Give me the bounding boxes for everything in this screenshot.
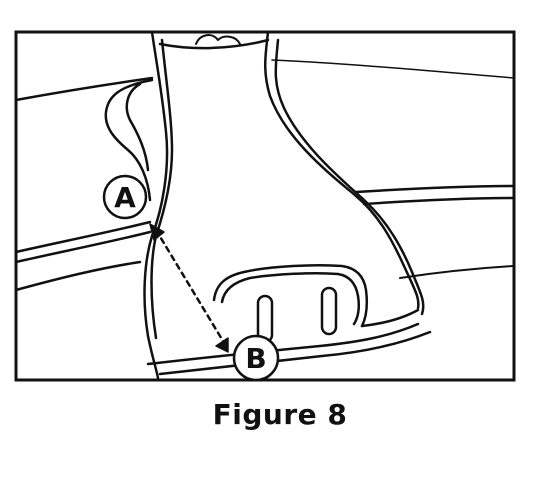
foot-pad-inner <box>220 271 361 326</box>
technical-illustration: A B <box>14 30 516 382</box>
slot-right <box>320 286 338 336</box>
right-mid-curve <box>354 184 516 194</box>
left-shelf-lower-edge <box>14 220 152 254</box>
callout-a: A <box>102 174 148 220</box>
arrowhead-top <box>149 223 165 241</box>
stem-left-edge-inner <box>150 38 174 340</box>
stem-right-edge <box>263 30 420 310</box>
callout-b-label: B <box>245 342 266 375</box>
right-top-curve <box>271 59 515 79</box>
foot-right-edge <box>360 308 420 328</box>
figure-border <box>14 30 516 382</box>
stem-right-edge-inner <box>274 38 425 316</box>
top-cap-bump <box>195 34 241 45</box>
arrowhead-bottom <box>215 337 229 353</box>
left-shelf-inner-curve <box>104 78 154 202</box>
foot-pad-bottom-2 <box>158 330 432 376</box>
measurement-line <box>154 228 228 348</box>
callout-b: B <box>232 334 280 382</box>
foot-pad-outline <box>212 264 369 328</box>
line-drawing <box>14 30 516 380</box>
callout-a-label: A <box>114 181 136 214</box>
left-shelf-bottom-edge <box>14 260 142 292</box>
foot-pad-bottom <box>146 322 420 366</box>
left-shelf-upper-edge <box>14 76 154 102</box>
left-shelf-lip <box>125 82 150 172</box>
figure-caption: Figure 8 <box>212 398 348 431</box>
left-shelf-lower-edge-2 <box>14 230 152 264</box>
right-mid-curve-2 <box>362 196 516 206</box>
top-cap <box>158 38 270 50</box>
callout-b-circle <box>232 334 280 382</box>
callout-a-circle <box>102 174 148 220</box>
